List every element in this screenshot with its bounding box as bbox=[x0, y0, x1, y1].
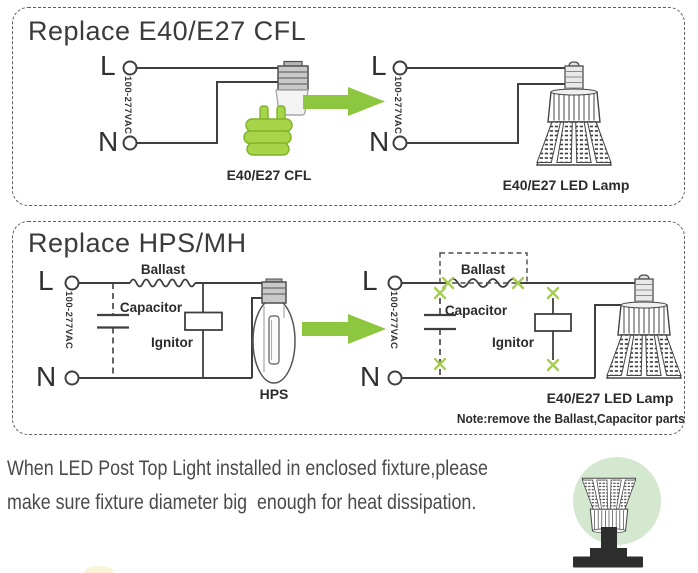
post-top-light-icon bbox=[573, 457, 661, 568]
voltage-label: 100-277VAC bbox=[392, 76, 403, 135]
led-lamp-caption: E40/E27 LED Lamp bbox=[546, 390, 674, 406]
capacitor-label: Capacitor bbox=[119, 300, 183, 315]
wire bbox=[78, 297, 262, 379]
terminal-circle-live bbox=[122, 60, 138, 76]
retrofit-circuit-wires bbox=[401, 252, 635, 379]
note-text: Note:remove the Ballast,Capacitor parts bbox=[457, 411, 685, 426]
cut-x-icon bbox=[433, 286, 447, 300]
wire bbox=[136, 81, 278, 144]
voltage-label: 100-277VAC bbox=[388, 291, 399, 350]
ignitor-label: Ignitor bbox=[151, 335, 193, 350]
terminal-circle-neutral bbox=[392, 135, 408, 151]
green-arrow-icon bbox=[303, 87, 385, 116]
terminal-label-live: L bbox=[371, 50, 387, 81]
terminal-label-neutral: N bbox=[360, 361, 381, 392]
voltage-label: 100-277VAC bbox=[63, 291, 74, 350]
ballast-coil bbox=[447, 278, 519, 288]
panel1-title: Replace E40/E27 CFL bbox=[28, 16, 307, 46]
ballast-label: Ballast bbox=[460, 262, 506, 277]
terminal-circle-neutral bbox=[122, 135, 138, 151]
terminal-circle-live bbox=[64, 275, 80, 291]
ignitor-box bbox=[534, 313, 572, 332]
hps-bulb-icon bbox=[252, 278, 296, 384]
ignitor-label: Ignitor bbox=[492, 335, 534, 350]
hps-caption: HPS bbox=[259, 386, 289, 402]
cfl-caption: E40/E27 CFL bbox=[226, 167, 312, 183]
ignitor-box bbox=[184, 311, 223, 331]
cut-x-icon bbox=[546, 286, 560, 300]
terminal-label-neutral: N bbox=[36, 361, 57, 392]
ballast-label: Ballast bbox=[140, 262, 186, 277]
terminal-label-neutral: N bbox=[98, 126, 119, 157]
led-lamp-caption: E40/E27 LED Lamp bbox=[502, 177, 630, 193]
capacitor-symbol bbox=[424, 313, 456, 331]
ballast-coil bbox=[129, 278, 196, 288]
wire bbox=[406, 83, 565, 144]
panel2-title: Replace HPS/MH bbox=[28, 228, 247, 258]
ballast-removed-box bbox=[439, 252, 528, 284]
cropped-artifact bbox=[84, 566, 114, 573]
terminal-label-live: L bbox=[38, 265, 54, 296]
footer-line-2: make sure fixture diameter big enough fo… bbox=[7, 491, 477, 514]
led-lamp-icon bbox=[606, 274, 682, 379]
cfl-bulb-icon bbox=[243, 60, 309, 156]
panel-replace-cfl bbox=[12, 7, 685, 206]
hps-circuit-wires bbox=[78, 278, 266, 379]
terminal-circle-neutral bbox=[387, 370, 403, 386]
cfl-circuit-wires bbox=[136, 67, 284, 144]
wire bbox=[401, 304, 621, 379]
capacitor-label: Capacitor bbox=[444, 303, 508, 318]
led-lamp-icon bbox=[536, 61, 612, 166]
terminal-circle-live bbox=[392, 60, 408, 76]
voltage-label: 100-277VAC bbox=[122, 76, 133, 135]
terminal-label-live: L bbox=[362, 265, 378, 296]
led-circuit-wires bbox=[406, 67, 566, 144]
terminal-circle-neutral bbox=[64, 370, 80, 386]
terminal-label-neutral: N bbox=[369, 126, 390, 157]
cfl-spiral-tube bbox=[243, 105, 293, 156]
cut-x-icon bbox=[546, 358, 560, 372]
capacitor-symbol bbox=[97, 313, 129, 329]
green-arrow-icon bbox=[302, 314, 386, 344]
terminal-label-live: L bbox=[100, 50, 116, 81]
footer-line-1: When LED Post Top Light installed in enc… bbox=[7, 457, 488, 480]
panel-replace-hps bbox=[12, 221, 685, 435]
terminal-circle-live bbox=[387, 275, 403, 291]
